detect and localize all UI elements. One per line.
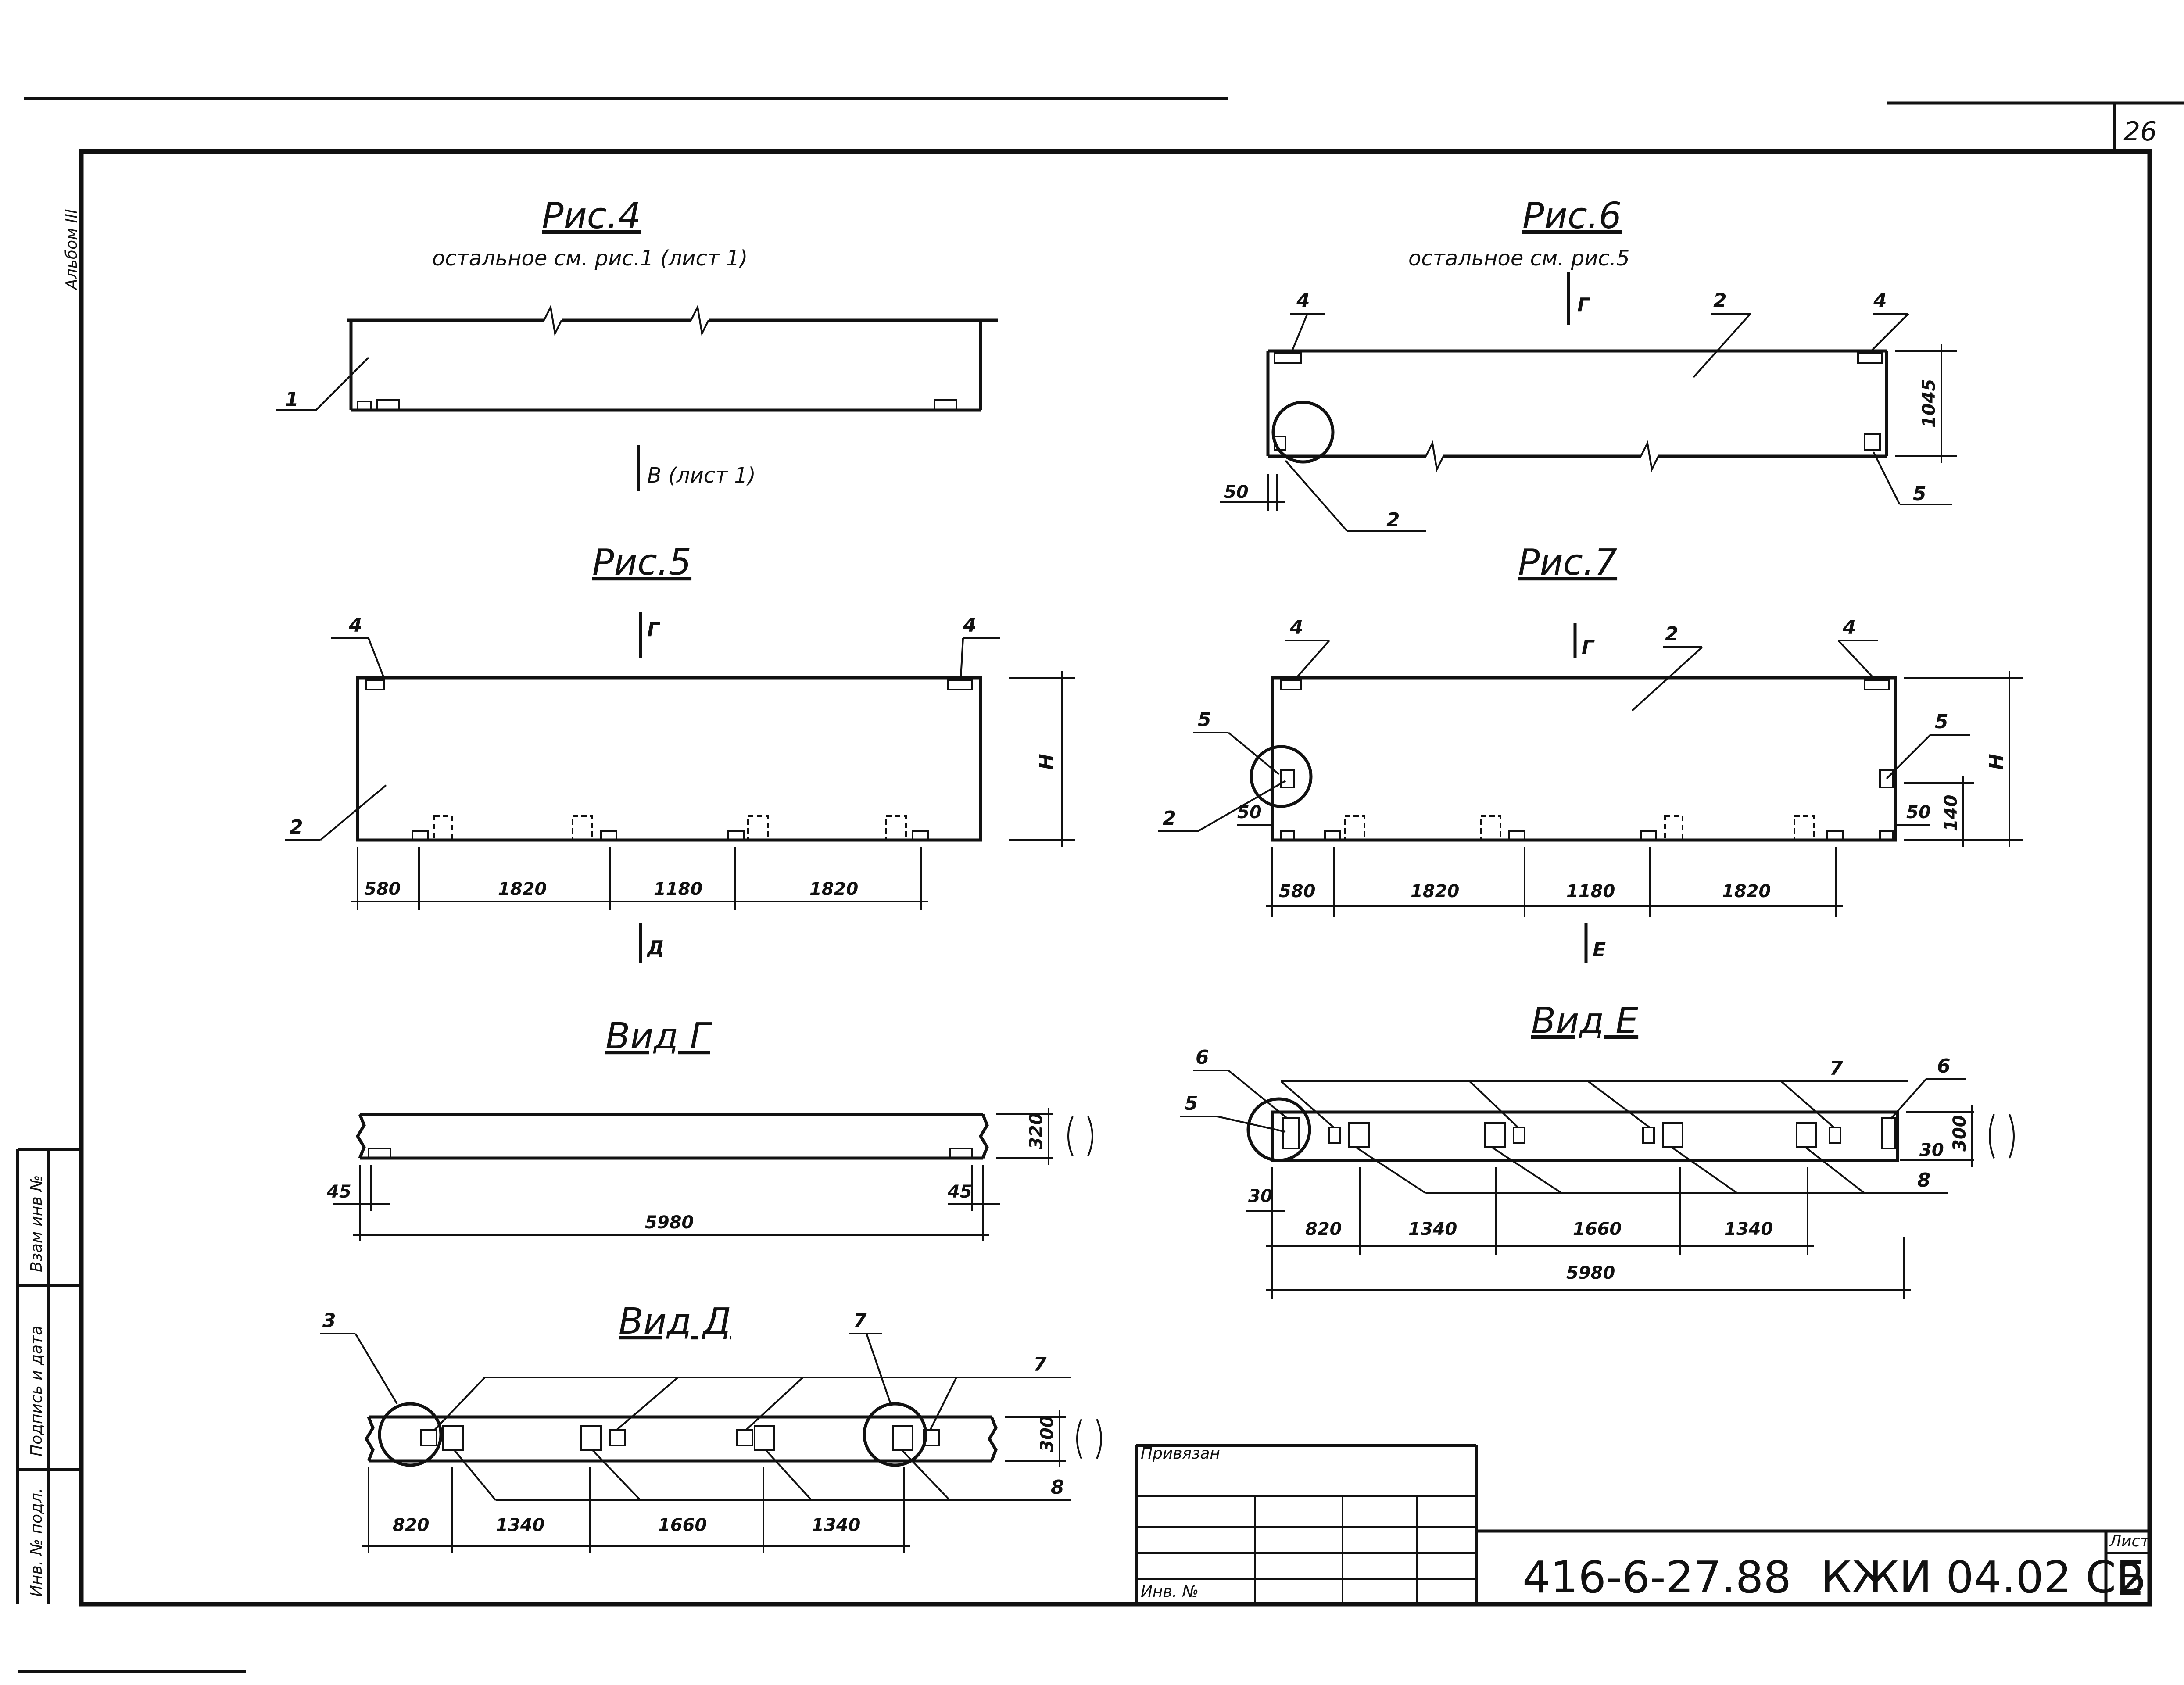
fig5-height-label: H	[1035, 754, 1058, 770]
fig7-dim-50-left: 50	[1237, 802, 1262, 823]
view-d-dim-300: 300	[1037, 1416, 1057, 1452]
fig7-dim-1820a: 1820	[1411, 881, 1459, 902]
view-e-callout-6-right: 6	[1937, 1055, 1951, 1077]
fig5-callout-4a: 4	[348, 614, 362, 637]
fig4-callout-1: 1	[285, 388, 299, 411]
side-stamp-signature: Подпись и дата	[28, 1326, 46, 1456]
fig5-callout-2: 2	[290, 816, 303, 838]
fig6-dim-1045: 1045	[1919, 379, 1939, 428]
sheet-frame	[24, 97, 2184, 1607]
fig4: Рис.4 остальное см. рис.1 (лист 1) 1 В (…	[276, 195, 998, 491]
view-e-dim-1340a: 1340	[1408, 1219, 1457, 1239]
privyazan-label: Привязан	[1141, 1445, 1220, 1463]
view-g-dim-45-right: 45	[947, 1182, 972, 1202]
sheet-value: 2	[2117, 1554, 2145, 1605]
document-mark: КЖИ 04.02 СБ	[1821, 1552, 2146, 1603]
fig6-callout-2-top: 2	[1713, 290, 1727, 312]
view-d-title: Вид Д	[619, 1301, 731, 1342]
view-e-dim-30-right: 30	[1919, 1140, 1944, 1160]
view-d-plates	[420, 1425, 940, 1451]
fig7-callout-5-left: 5	[1198, 708, 1211, 731]
inv-no-label: Инв. №	[1141, 1583, 1199, 1601]
title-block	[1135, 1444, 2150, 1604]
fig7-dim-50-right: 50	[1906, 802, 1931, 823]
view-e-dim-30-left: 30	[1248, 1186, 1273, 1206]
fig6-section-top: Г	[1577, 294, 1590, 316]
view-e-dim-300: 300	[1950, 1115, 1970, 1152]
side-stamp-inventory: Инв. № подл.	[28, 1488, 46, 1597]
fig4-subtitle: остальное см. рис.1 (лист 1)	[432, 246, 748, 271]
fig7-dim-1820b: 1820	[1722, 881, 1771, 902]
view-d-dim-1340b: 1340	[812, 1515, 860, 1535]
fig5-embedded-plates	[412, 815, 929, 841]
fig7-callout-4b: 4	[1842, 616, 1856, 639]
document-code: 416-6-27.88	[1522, 1552, 1791, 1603]
view-g-dim-5980: 5980	[645, 1213, 694, 1233]
fig4-title: Рис.4	[542, 195, 641, 237]
view-e-title: Вид Е	[1531, 1000, 1638, 1042]
fig6-callout-2-bottom: 2	[1386, 509, 1400, 531]
side-stamp-column	[16, 1148, 81, 1604]
view-d-dim-820: 820	[393, 1515, 430, 1535]
fig7-section-top: Г	[1582, 636, 1595, 658]
view-d-dim-1660: 1660	[658, 1515, 707, 1535]
view-e: Вид Е 6 5 7 6 8	[1180, 1000, 2015, 1299]
fig6-title: Рис.6	[1522, 195, 1622, 237]
fig7-title: Рис.7	[1518, 542, 1617, 583]
view-e-plates	[1282, 1117, 1896, 1149]
fig7-dim-140: 140	[1941, 795, 1961, 832]
fig6: Рис.6 остальное см. рис.5 Г 4 2 4 2 5	[1220, 195, 1957, 532]
fig5-dim-1820a: 1820	[498, 879, 547, 899]
view-d-callout-7-left: 7	[853, 1309, 867, 1332]
fig6-callout-4b: 4	[1873, 290, 1887, 312]
fig5-title: Рис.5	[592, 542, 691, 583]
view-e-callout-7: 7	[1830, 1057, 1843, 1080]
fig7-callout-2-top: 2	[1665, 623, 1679, 645]
view-e-callout-6-left: 6	[1196, 1046, 1209, 1069]
view-e-dim-1340b: 1340	[1724, 1219, 1773, 1239]
fig5-dim-580: 580	[364, 879, 401, 899]
fig5-dim-1180: 1180	[654, 879, 702, 899]
view-d-callout-8: 8	[1051, 1476, 1064, 1499]
sheet-label: Лист	[2109, 1532, 2150, 1550]
album-label: Альбом III	[63, 209, 81, 290]
side-stamp-replace: Взам инв №	[28, 1175, 46, 1272]
fig5: Рис.5 4 4 2 Г Д H	[285, 542, 1075, 963]
fig7-dim-1180: 1180	[1566, 881, 1615, 902]
view-e-dim-5980: 5980	[1566, 1263, 1615, 1283]
view-d: Вид Д 3 7 7 8 300	[320, 1301, 1102, 1553]
view-e-callout-5: 5	[1185, 1092, 1198, 1115]
fig4-section-ref: В (лист 1)	[647, 463, 756, 488]
fig7-height-label: H	[1985, 754, 2008, 770]
fig7-callout-5-right: 5	[1935, 711, 1948, 733]
view-g-dim-45-left: 45	[326, 1182, 351, 1202]
view-e-callout-8: 8	[1917, 1169, 1931, 1191]
fig7-callout-4a: 4	[1289, 616, 1303, 639]
fig7: Рис.7 Г Е 4 2 4 5 2 5	[1158, 542, 2023, 963]
fig5-dim-1820b: 1820	[809, 879, 858, 899]
view-d-callout-7-right: 7	[1033, 1353, 1047, 1376]
fig7-section-bottom: Е	[1593, 939, 1606, 961]
view-g-dim-320: 320	[1026, 1113, 1046, 1150]
sheet-number: 26	[2123, 116, 2157, 147]
fig6-subtitle: остальное см. рис.5	[1408, 246, 1630, 271]
fig6-callout-5: 5	[1913, 483, 1926, 505]
view-g-title: Вид Г	[605, 1016, 712, 1057]
fig6-callout-4a: 4	[1296, 290, 1310, 312]
view-e-dim-1660: 1660	[1573, 1219, 1622, 1239]
view-d-callout-3: 3	[322, 1309, 336, 1332]
view-g: Вид Г 320 45 45 5980	[326, 1016, 1093, 1241]
fig7-embedded-plates	[1324, 815, 1844, 841]
fig5-section-top: Г	[647, 619, 660, 641]
fig5-section-bottom: Д	[646, 937, 664, 959]
fig7-callout-2-bottom: 2	[1163, 807, 1176, 830]
fig7-dim-580: 580	[1279, 881, 1316, 902]
fig6-dim-50: 50	[1224, 482, 1249, 502]
view-d-dim-1340a: 1340	[496, 1515, 544, 1535]
view-e-dim-820: 820	[1305, 1219, 1342, 1239]
fig5-callout-4b: 4	[963, 614, 977, 637]
